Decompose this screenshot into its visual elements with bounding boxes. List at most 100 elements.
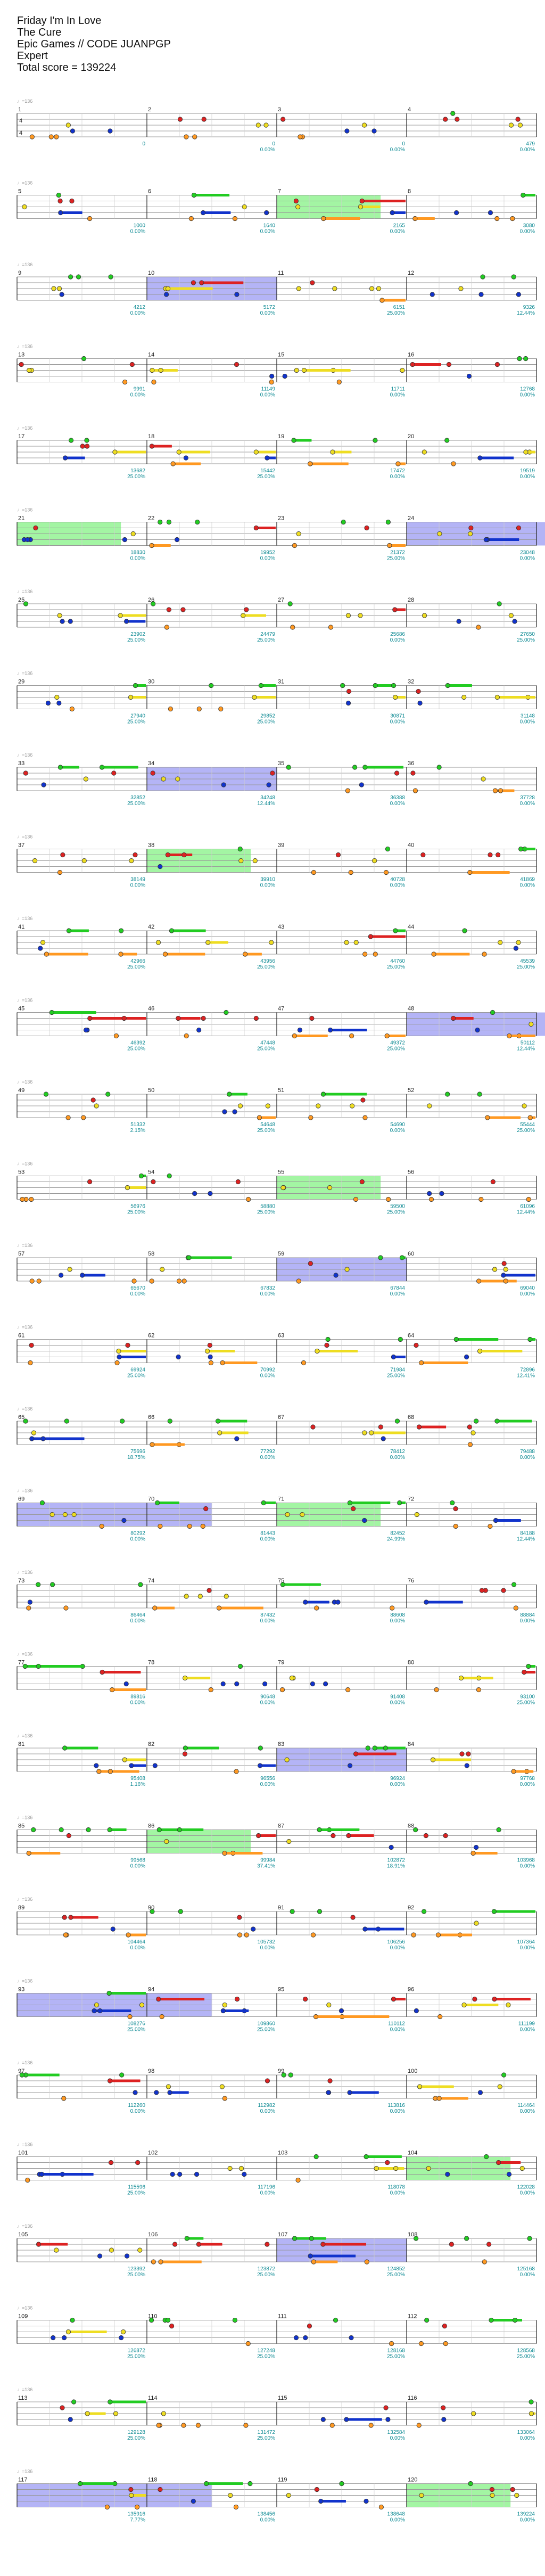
note-gem <box>379 298 385 303</box>
note-gem <box>444 438 450 443</box>
measure-score: 78412 <box>390 1449 405 1455</box>
note-gem <box>26 1850 31 1856</box>
note-gem <box>32 858 38 864</box>
note-gem <box>326 2002 332 2008</box>
measure-number: 43 <box>278 924 284 930</box>
note-gem <box>269 940 274 945</box>
note-gem <box>207 1342 212 1348</box>
note-gem <box>261 1500 266 1506</box>
measure-number: 85 <box>18 1823 24 1830</box>
note-gem <box>383 2405 389 2410</box>
measure-number: 79 <box>278 1660 284 1666</box>
note-gem <box>293 198 299 204</box>
note-gem <box>365 1745 370 1751</box>
note-gem <box>184 1033 189 1039</box>
note-gem <box>65 122 71 128</box>
measure-score: 2165 <box>393 223 406 229</box>
note-gem <box>86 1827 91 1833</box>
note-gem <box>327 1185 333 1191</box>
song-artist: The Cure <box>17 27 62 38</box>
note-gem <box>266 782 271 787</box>
measure-percent: 0.00% <box>260 1373 275 1379</box>
note-gem <box>237 846 243 852</box>
note-gem <box>154 2090 159 2095</box>
note-gem <box>494 1418 500 1424</box>
note-gem <box>423 1833 428 1839</box>
note-gem <box>522 1103 527 1109</box>
note-gem <box>108 274 113 280</box>
measure-percent: 0.00% <box>130 1291 145 1297</box>
note-gem <box>122 379 128 385</box>
measure-percent: 0.00% <box>260 229 275 235</box>
note-gem <box>417 700 423 706</box>
note-gem <box>359 198 365 204</box>
measure-percent: 0.00% <box>260 1782 275 1787</box>
note-gem <box>437 2014 443 2020</box>
note-gem <box>48 134 54 140</box>
note-gem <box>60 619 65 624</box>
measure-score: 6151 <box>393 305 406 310</box>
note-gem <box>494 216 500 221</box>
note-gem <box>442 2323 447 2329</box>
measure-score: 70992 <box>260 1367 275 1373</box>
note-gem <box>49 1582 55 1587</box>
note-gem <box>344 128 350 134</box>
note-gem <box>360 1097 366 1103</box>
measure-score: 75696 <box>130 1449 145 1455</box>
note-gem <box>310 1932 316 1938</box>
note-gem <box>255 122 261 128</box>
note-gem <box>446 362 452 367</box>
note-gem <box>176 449 181 455</box>
measure-number: 74 <box>148 1578 154 1584</box>
note-gem <box>466 1751 471 1757</box>
measure-percent: 25.00% <box>127 637 145 643</box>
note-gem <box>97 2008 103 2014</box>
note-gem <box>294 367 299 373</box>
note-gem <box>373 951 378 957</box>
note-gem <box>435 1932 441 1938</box>
note-gem <box>62 1915 67 1920</box>
measure-score: 38149 <box>130 877 145 883</box>
note-gem <box>368 934 373 939</box>
measure-score: 109860 <box>258 2021 276 2027</box>
measure-score: 96924 <box>390 1776 405 1782</box>
measure-percent: 18.75% <box>127 1455 145 1461</box>
note-gem <box>516 940 521 945</box>
measure-score: 19519 <box>520 468 535 474</box>
measure-score: 118078 <box>387 2185 405 2191</box>
note-gem <box>394 770 400 776</box>
note-gem <box>468 531 473 537</box>
note-gem <box>422 449 427 455</box>
note-gem <box>63 1932 68 1938</box>
note-gem <box>258 1745 263 1751</box>
measure-number: 65 <box>18 1414 24 1421</box>
measure-percent: 0.00% <box>390 637 405 643</box>
note-gem <box>488 852 493 858</box>
measure-percent: 0.00% <box>520 2272 535 2278</box>
note-gem <box>514 2492 519 2498</box>
note-gem <box>320 1092 326 1097</box>
note-gem <box>222 1850 227 1856</box>
measure-score: 77292 <box>260 1449 275 1455</box>
note-gem <box>416 1424 422 1430</box>
note-gem <box>176 1278 182 1284</box>
note-gem <box>125 1342 130 1348</box>
note-gem <box>215 1418 221 1424</box>
note-gem <box>300 1512 305 1517</box>
note-gem <box>158 1523 163 1529</box>
note-gem <box>503 1278 508 1284</box>
note-gem <box>251 1926 256 1932</box>
measure-score: 95408 <box>130 1776 145 1782</box>
note-gem <box>486 2242 492 2247</box>
measure-percent: 2.15% <box>130 1128 145 1134</box>
note-gem <box>81 858 87 864</box>
note-gem <box>69 198 75 204</box>
note-gem <box>183 1745 188 1751</box>
note-gem <box>485 1115 490 1120</box>
measure-score: 0 <box>272 141 275 147</box>
note-gem <box>491 1909 497 1914</box>
measure-percent: 25.00% <box>257 2027 275 2033</box>
note-gem <box>385 2417 391 2422</box>
measure-percent: 0.00% <box>390 2191 405 2196</box>
